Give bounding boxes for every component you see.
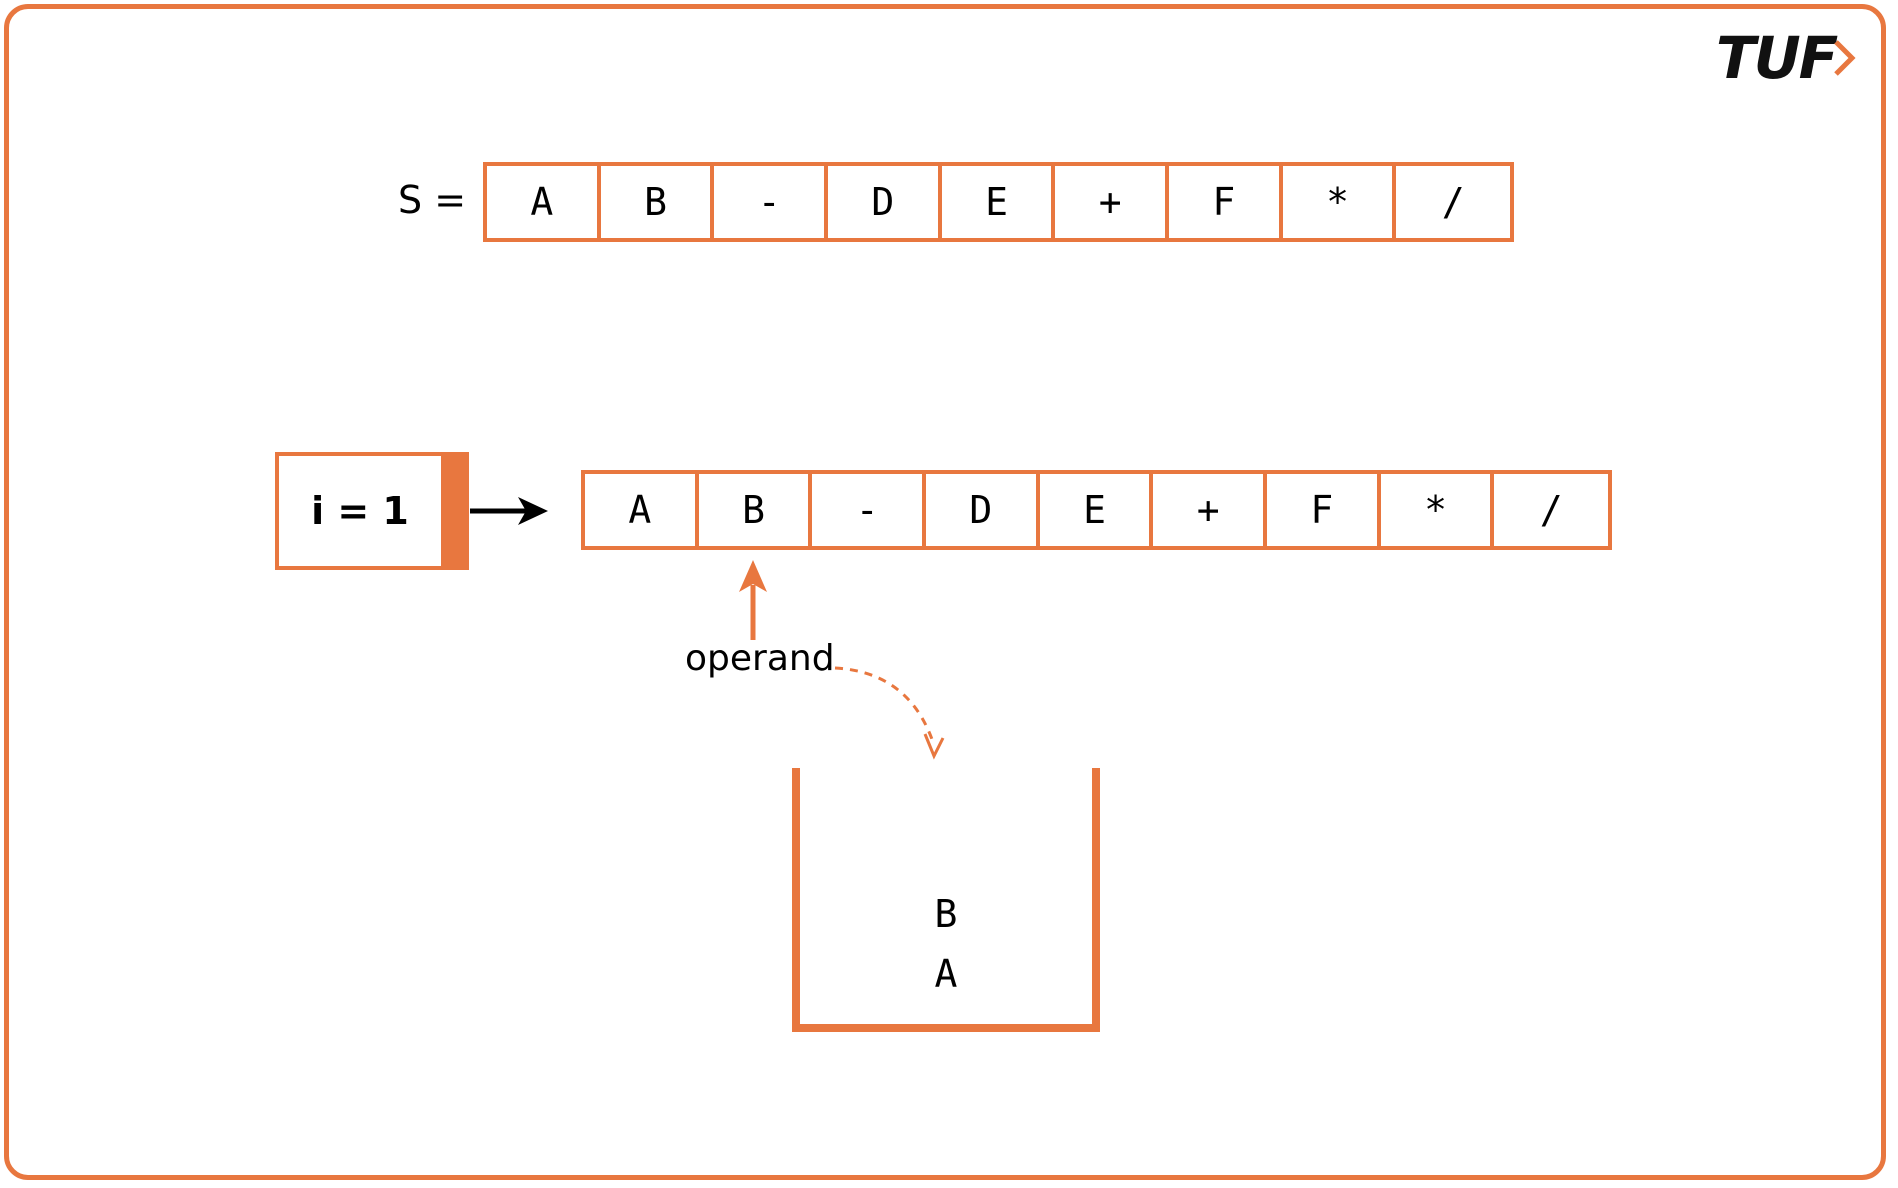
- string-cell: D: [828, 166, 942, 238]
- current-cell: A: [585, 474, 699, 546]
- iteration-box: i = 1: [275, 452, 469, 570]
- string-cell: A: [487, 166, 601, 238]
- current-cell: E: [1040, 474, 1154, 546]
- current-array: A B - D E + F * /: [581, 470, 1612, 550]
- current-cell: *: [1381, 474, 1495, 546]
- iteration-label: i = 1: [311, 489, 409, 533]
- string-label: S =: [398, 178, 467, 222]
- string-cell: /: [1441, 180, 1465, 224]
- current-cell: +: [1153, 474, 1268, 546]
- iteration-box-accent: [441, 456, 465, 566]
- push-arrow-head-icon: [923, 733, 945, 760]
- current-cell: -: [812, 474, 927, 546]
- string-cell: E: [942, 166, 1056, 238]
- string-cell: F: [1169, 166, 1283, 238]
- pointer-arrow-icon: [739, 560, 767, 592]
- current-cell: B: [699, 474, 813, 546]
- string-array: A B - D E + F * /: [483, 162, 1514, 242]
- stack-item: B: [934, 892, 958, 936]
- iteration-arrow-icon: [518, 497, 548, 525]
- string-cell: *: [1283, 166, 1397, 238]
- stack-container: B A: [792, 768, 1100, 1032]
- stack-item: A: [934, 952, 958, 996]
- string-cell: B: [601, 166, 715, 238]
- push-dashed-arrow: [834, 666, 936, 746]
- tuf-logo: TUF: [1716, 28, 1858, 88]
- current-cell: /: [1539, 488, 1563, 532]
- current-cell: D: [926, 474, 1040, 546]
- string-cell: -: [714, 166, 829, 238]
- current-cell: F: [1267, 474, 1381, 546]
- diagram-frame: [4, 4, 1886, 1180]
- logo-text: TUF: [1716, 24, 1838, 92]
- pointer-label: operand: [685, 638, 835, 679]
- logo-chevron-icon: [1834, 40, 1856, 76]
- string-cell: +: [1055, 166, 1170, 238]
